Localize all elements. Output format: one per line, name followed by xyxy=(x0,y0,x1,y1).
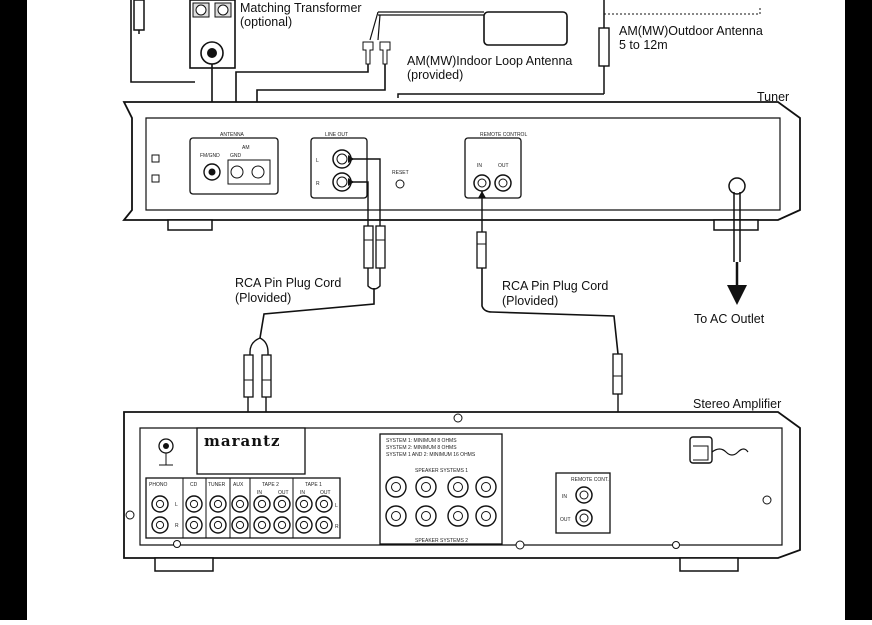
amp-remote-control: REMOTE CONT. IN OUT xyxy=(555,472,611,534)
speaker-terminals: SYSTEM 1: MINIMUM 8 OHMS SYSTEM 2: MINIM… xyxy=(379,433,503,545)
speaker-sys2-spec: SYSTEM 2: MINIMUM 8 OHMS xyxy=(386,445,457,451)
power-cord xyxy=(727,177,747,305)
tuner-remote-in: IN xyxy=(477,163,482,169)
amp-input-jack-l-center xyxy=(235,499,245,509)
amp-l-label-2: L xyxy=(335,503,338,509)
matching-transformer-icon xyxy=(189,0,236,165)
amp-input-jack-l-center xyxy=(277,499,287,509)
fm-antenna-lead xyxy=(130,0,195,83)
speaker-post-bottom-center xyxy=(421,511,431,521)
tuner-line-out: LINE OUT L R RESET xyxy=(310,132,409,199)
amp-tape1-label: TAPE 1 xyxy=(305,482,322,488)
amp-input-jack-l-center xyxy=(319,499,329,509)
amp-remote-out: OUT xyxy=(560,517,571,523)
speaker-post-top-center xyxy=(421,482,431,492)
tuner-fm-label: FM/GND xyxy=(200,153,220,159)
speaker-post-bottom-center xyxy=(453,511,463,521)
amp-jack-grid xyxy=(151,495,333,534)
amp-remote-label: REMOTE CONT. xyxy=(571,477,609,483)
tuner-remote-out: OUT xyxy=(498,163,509,169)
amp-r-label-2: R xyxy=(335,524,339,530)
amp-r-label: R xyxy=(175,523,179,529)
outdoor-antenna-length: 5 to 12m xyxy=(619,38,668,52)
amp-input-jack-r-center xyxy=(213,520,223,530)
amp-tuner-label: TUNER xyxy=(208,482,226,488)
amp-input-jack-l-center xyxy=(299,499,309,509)
rca-cord-left-note: (Plovided) xyxy=(235,291,292,305)
tuner-remote-control: REMOTE CONTROL IN OUT xyxy=(464,132,527,199)
rca-cord-right-note: (Plovided) xyxy=(502,294,559,308)
rca-cord-right-label: RCA Pin Plug Cord xyxy=(502,279,609,293)
indoor-loop-note: (provided) xyxy=(407,68,464,82)
tuner-line-l: L xyxy=(316,158,319,164)
transformer-note: (optional) xyxy=(240,15,293,29)
brand-logo: marantz xyxy=(196,427,306,475)
speaker-sys1-label: SPEAKER SYSTEMS 1 xyxy=(415,468,468,474)
amp-input-jack-r-center xyxy=(235,520,245,530)
outdoor-antenna-icon xyxy=(397,0,761,98)
brand-text: marantz xyxy=(204,432,281,450)
ground-terminal-icon xyxy=(158,438,174,466)
tuner-line-out-label: LINE OUT xyxy=(325,132,348,138)
amp-input-jack-l-center xyxy=(213,499,223,509)
speaker-sys2-label: SPEAKER SYSTEMS 2 xyxy=(415,538,468,544)
amp-power-inlet-icon xyxy=(689,436,749,464)
tuner-remote-label: REMOTE CONTROL xyxy=(480,132,527,138)
amp-cd-label: CD xyxy=(190,482,198,488)
tuner-line-r: R xyxy=(316,181,320,187)
transformer-label: Matching Transformer xyxy=(240,1,362,15)
speaker-post-grid xyxy=(385,476,497,527)
tuner-antenna-terminals: ANTENNA AM FM/GND GND xyxy=(189,132,279,195)
amp-input-jack-r-center xyxy=(277,520,287,530)
amp-input-jack-l-center xyxy=(155,499,165,509)
amplifier-label: Stereo Amplifier xyxy=(693,397,782,411)
amp-tape2-label: TAPE 2 xyxy=(262,482,279,488)
indoor-loop-label: AM(MW)Indoor Loop Antenna xyxy=(407,54,573,68)
rca-cord-left-label: RCA Pin Plug Cord xyxy=(235,276,342,290)
speaker-post-bottom-center xyxy=(391,511,401,521)
amp-l-label: L xyxy=(175,502,178,508)
rca-cord-left xyxy=(224,155,386,525)
tuner-gnd-label: GND xyxy=(230,153,242,159)
tuner-reset-label: RESET xyxy=(392,170,409,176)
amp-tape2-out: OUT xyxy=(278,490,289,496)
speaker-sys12-spec: SYSTEM 1 AND 2: MINIMUM 16 OHMS xyxy=(386,452,476,458)
speaker-post-top-center xyxy=(391,482,401,492)
tuner-antenna-label: ANTENNA xyxy=(220,132,245,138)
amp-input-jack-l-center xyxy=(257,499,267,509)
indoor-loop-antenna-icon xyxy=(235,11,568,165)
amp-input-jack-l-center xyxy=(189,499,199,509)
amp-tape1-in: IN xyxy=(300,490,305,496)
amp-input-jack-r-center xyxy=(189,520,199,530)
speaker-post-top-center xyxy=(453,482,463,492)
amp-tape1-out: OUT xyxy=(320,490,331,496)
tuner-am-label: AM xyxy=(242,145,250,151)
left-border xyxy=(0,0,27,620)
tuner-chassis xyxy=(122,101,801,231)
speaker-post-bottom-center xyxy=(481,511,491,521)
speaker-post-top-center xyxy=(481,482,491,492)
amp-input-jacks: PHONO CD TUNER AUX TAPE 2 TAPE 1 IN OUT … xyxy=(145,477,341,539)
amp-phono-label: PHONO xyxy=(149,482,167,488)
amp-input-jack-r-center xyxy=(319,520,329,530)
amp-input-jack-r-center xyxy=(155,520,165,530)
right-border xyxy=(845,0,872,620)
amp-input-jack-r-center xyxy=(257,520,267,530)
ac-outlet-label: To AC Outlet xyxy=(694,312,765,326)
outdoor-antenna-label: AM(MW)Outdoor Antenna xyxy=(619,24,763,38)
tuner-label: Tuner xyxy=(757,90,790,104)
amp-tape2-in: IN xyxy=(257,490,262,496)
speaker-sys1-spec: SYSTEM 1: MINIMUM 8 OHMS xyxy=(386,438,457,444)
amp-aux-label: AUX xyxy=(233,482,244,488)
amp-input-jack-r-center xyxy=(299,520,309,530)
amp-remote-in: IN xyxy=(562,494,567,500)
